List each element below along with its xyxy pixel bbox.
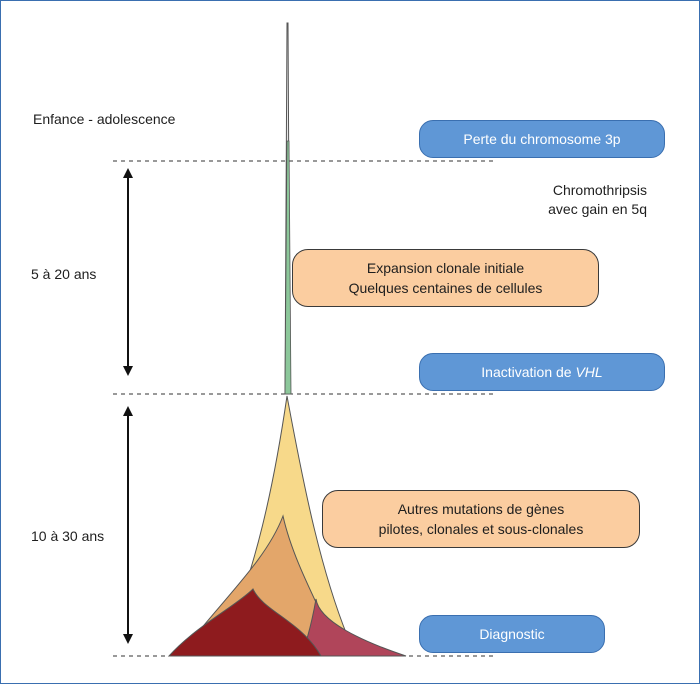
clone-rose [300, 598, 407, 657]
event-box-loss-3p: Perte du chromosome 3p [419, 120, 665, 158]
event-box-diagnosis: Diagnostic [419, 615, 605, 653]
event-box-clonal-expansion: Expansion clonale initiale Quelques cent… [292, 249, 599, 307]
period-label-10-30: 10 à 30 ans [31, 528, 105, 544]
event-label-loss-3p: Perte du chromosome 3p [463, 131, 621, 147]
event-box-vhl-inactivation: Inactivation de VHL [419, 353, 665, 391]
vhl-prefix: Inactivation de [481, 364, 576, 380]
event-text-chromothripsis: Chromothripsis avec gain en 5q [471, 181, 647, 219]
chromothripsis-line-2: avec gain en 5q [548, 201, 647, 217]
mutations-line-2: pilotes, clonales et sous-clonales [378, 521, 584, 537]
expansion-line-2: Quelques centaines de cellules [348, 280, 543, 296]
event-box-driver-mutations: Autres mutations de gènes pilotes, clona… [322, 490, 640, 548]
mutations-line-1: Autres mutations de gènes [397, 501, 565, 517]
event-label-diagnosis: Diagnostic [479, 626, 545, 642]
chromothripsis-line-1: Chromothripsis [552, 182, 647, 198]
event-label-vhl: Inactivation de VHL [481, 362, 602, 382]
period-label-5-20: 5 à 20 ans [31, 266, 97, 282]
period-label-childhood: Enfance - adolescence [33, 111, 176, 127]
clone-dark-red [167, 588, 322, 657]
vhl-gene-name: VHL [575, 364, 603, 380]
expansion-line-1: Expansion clonale initiale [366, 260, 525, 276]
clone-stem-expansion [284, 140, 292, 395]
